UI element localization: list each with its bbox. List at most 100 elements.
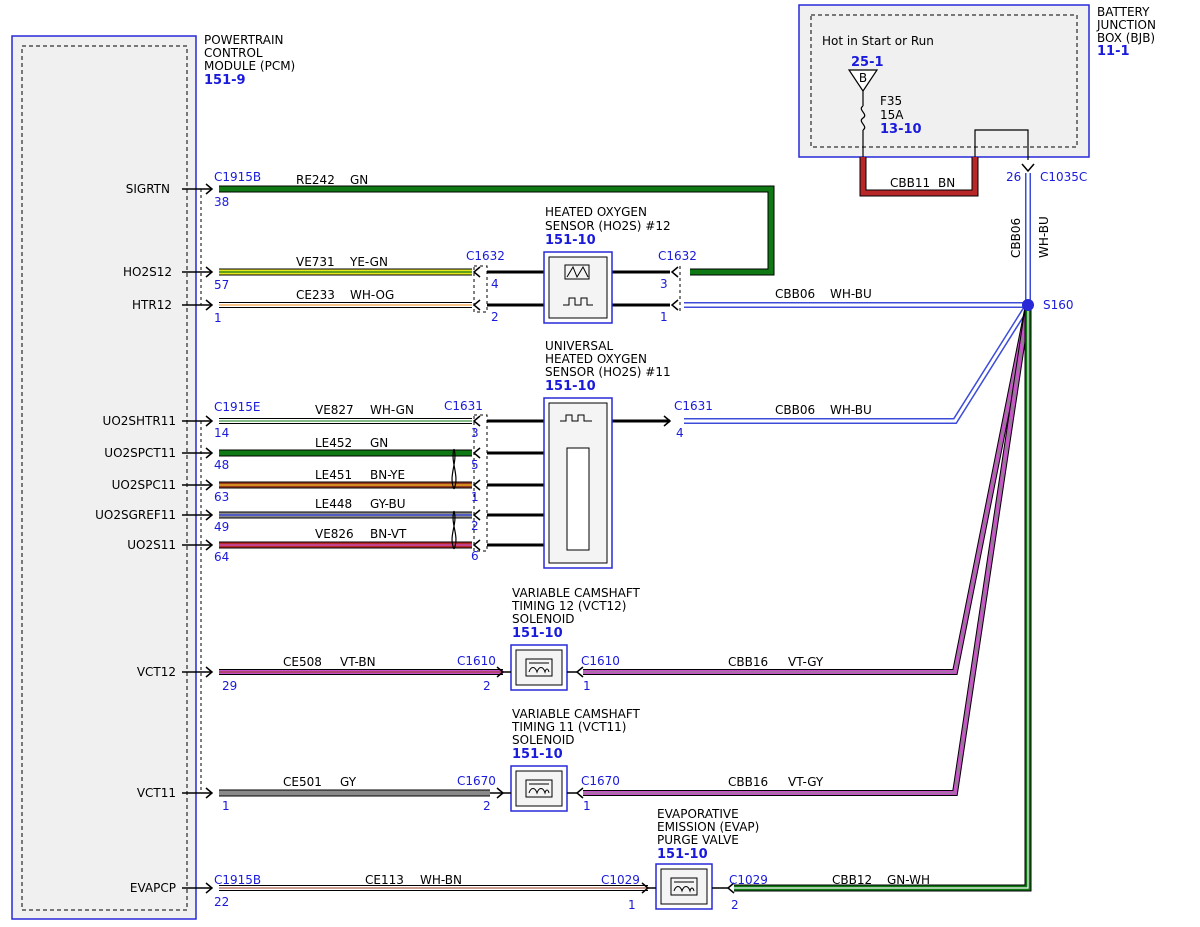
sensor-cell-icon xyxy=(566,447,590,551)
wire-le451: LE451 BN-YE xyxy=(219,468,472,489)
ho2s12-leads xyxy=(487,270,670,307)
c1610-left-label[interactable]: C1610 xyxy=(457,654,496,668)
vct12-line-2: TIMING 12 (VCT12) xyxy=(511,599,627,613)
ce113-circuit: CE113 xyxy=(365,873,404,887)
ve731-color: YE-GN xyxy=(349,255,388,269)
c1915b-label-bottom[interactable]: C1915B xyxy=(214,873,261,887)
c1670-pin-1: 1 xyxy=(583,799,591,813)
c1610-right-label[interactable]: C1610 xyxy=(581,654,620,668)
bjb-ref[interactable]: 11-1 xyxy=(1097,44,1130,59)
bjb-name-line-3: BOX (BJB) xyxy=(1097,31,1155,45)
c1029-connector xyxy=(641,882,735,894)
pin-29: 29 xyxy=(222,679,237,693)
c1029-right-label[interactable]: C1029 xyxy=(729,873,768,887)
solenoid-coil-icon xyxy=(525,658,553,677)
vct12-ref[interactable]: 151-10 xyxy=(512,626,563,641)
c1029-pin-2: 2 xyxy=(731,898,739,912)
vct12-solenoid[interactable]: VARIABLE CAMSHAFT TIMING 12 (VCT12) SOLE… xyxy=(510,586,641,691)
c1632-pin-2: 2 xyxy=(491,310,499,324)
pin-label-htr12: HTR12 xyxy=(132,298,172,312)
re242-circuit: RE242 xyxy=(296,173,335,187)
pin-label-uo2sgref11: UO2SGREF11 xyxy=(95,508,176,522)
cbb06-color-vertical: WH-BU xyxy=(1037,216,1051,258)
bjb-hot-text: Hot in Start or Run xyxy=(822,34,934,48)
le448-color: GY-BU xyxy=(370,497,406,511)
pin-label-uo2s11: UO2S11 xyxy=(127,538,176,552)
c1631-pin-2: 2 xyxy=(471,519,479,533)
evap-line-3: PURGE VALVE xyxy=(657,833,739,847)
ho2s12-sensor[interactable]: HEATED OXYGEN SENSOR (HO2S) #12 151-10 xyxy=(543,205,671,324)
cbb12-color: GN-WH xyxy=(887,873,930,887)
c1631-left: C1631 3 5 1 2 6 xyxy=(444,399,488,563)
wire-ve827: VE827 WH-GN xyxy=(219,403,472,424)
pin-label-sigrtn: SIGRTN xyxy=(126,182,170,196)
le452-color: GN xyxy=(370,436,388,450)
fuse-name: F35 xyxy=(880,94,902,108)
pcm-name-line-2: CONTROL xyxy=(204,46,263,60)
fuse-ref[interactable]: 13-10 xyxy=(880,122,922,137)
ve826-circuit: VE826 xyxy=(315,527,354,541)
evap-ref[interactable]: 151-10 xyxy=(657,847,708,862)
le451-circuit: LE451 xyxy=(315,468,352,482)
ho2s12-arrows xyxy=(472,266,679,311)
pin-label-uo2spc11: UO2SPC11 xyxy=(112,478,176,492)
pin-22: 22 xyxy=(214,895,229,909)
bjb-module: BATTERY JUNCTION BOX (BJB) 11-1 Hot in S… xyxy=(798,4,1156,184)
c1631-pin-6: 6 xyxy=(471,549,479,563)
c1631-pin-1: 1 xyxy=(471,490,479,504)
c1035c-arrow-icon xyxy=(1021,163,1035,173)
vct11-line-1: VARIABLE CAMSHAFT xyxy=(512,707,641,721)
ho2s11-ref[interactable]: 151-10 xyxy=(545,379,596,394)
c1632-right: C1632 3 1 xyxy=(658,249,697,324)
pcm-connector-arrows xyxy=(182,183,214,894)
wire-cbb12: CBB12 GN-WH xyxy=(734,305,1032,892)
bjb-bus-ref[interactable]: 25-1 xyxy=(851,55,884,70)
c1631-left-label[interactable]: C1631 xyxy=(444,399,483,413)
c1631-right-label[interactable]: C1631 xyxy=(674,399,713,413)
pin-57: 57 xyxy=(214,278,229,292)
wire-cbb06-vertical: CBB06 WH-BU xyxy=(1009,173,1051,305)
cbb16-color-2: VT-GY xyxy=(788,775,824,789)
cbb11-circuit: CBB11 xyxy=(890,176,930,190)
wire-ce113: CE113 WH-BN xyxy=(219,873,648,891)
wire-ce501: CE501 GY xyxy=(219,775,490,797)
bjb-connector[interactable]: C1035C xyxy=(1040,170,1087,184)
wire-cbb16-vct11: CBB16 VT-GY xyxy=(583,304,1031,796)
ce508-circuit: CE508 xyxy=(283,655,322,669)
c1670-right-label[interactable]: C1670 xyxy=(581,774,620,788)
c1915b-label-top[interactable]: C1915B xyxy=(214,170,261,184)
pin-1-vct11: 1 xyxy=(222,799,230,813)
ho2s11-sensor[interactable]: UNIVERSAL HEATED OXYGEN SENSOR (HO2S) #1… xyxy=(543,339,671,569)
cbb11-color: BN xyxy=(938,176,955,190)
vct12-line-1: VARIABLE CAMSHAFT xyxy=(512,586,641,600)
fuse-icon xyxy=(860,105,866,131)
cbb06-color-1: WH-BU xyxy=(830,287,872,301)
evap-purge-valve[interactable]: EVAPORATIVE EMISSION (EVAP) PURGE VALVE … xyxy=(655,807,759,910)
le451-color: BN-YE xyxy=(370,468,405,482)
vct11-solenoid[interactable]: VARIABLE CAMSHAFT TIMING 11 (VCT11) SOLE… xyxy=(510,707,641,812)
cbb16-circuit-1: CBB16 xyxy=(728,655,768,669)
ve826-color: BN-VT xyxy=(370,527,407,541)
vct12-line-3: SOLENOID xyxy=(512,612,575,626)
c1632-right-label[interactable]: C1632 xyxy=(658,249,697,263)
c1029-left-label[interactable]: C1029 xyxy=(601,873,640,887)
pin-label-vct12: VCT12 xyxy=(137,665,176,679)
ve731-circuit: VE731 xyxy=(296,255,335,269)
c1632-left-label[interactable]: C1632 xyxy=(466,249,505,263)
c1632-pin-1: 1 xyxy=(660,310,668,324)
pin-1: 1 xyxy=(214,311,222,325)
ho2s11-line-3: SENSOR (HO2S) #11 xyxy=(545,365,671,379)
c1915e-label[interactable]: C1915E xyxy=(214,400,261,414)
vct11-line-3: SOLENOID xyxy=(512,733,575,747)
c1631-pin-3: 3 xyxy=(471,426,479,440)
ho2s12-ref[interactable]: 151-10 xyxy=(545,233,596,248)
pcm-connector-labels: C1915B 38 57 1 C1915E 14 48 63 49 64 29 … xyxy=(214,170,261,909)
c1670-left-label[interactable]: C1670 xyxy=(457,774,496,788)
wire-ce233: CE233 WH-OG xyxy=(219,288,472,308)
vct11-ref[interactable]: 151-10 xyxy=(512,747,563,762)
ve827-color: WH-GN xyxy=(370,403,414,417)
splice-s160[interactable]: S160 xyxy=(1022,298,1074,312)
re242-color: GN xyxy=(350,173,368,187)
cbb06-color-2: WH-BU xyxy=(830,403,872,417)
pcm-ref[interactable]: 151-9 xyxy=(204,73,246,88)
